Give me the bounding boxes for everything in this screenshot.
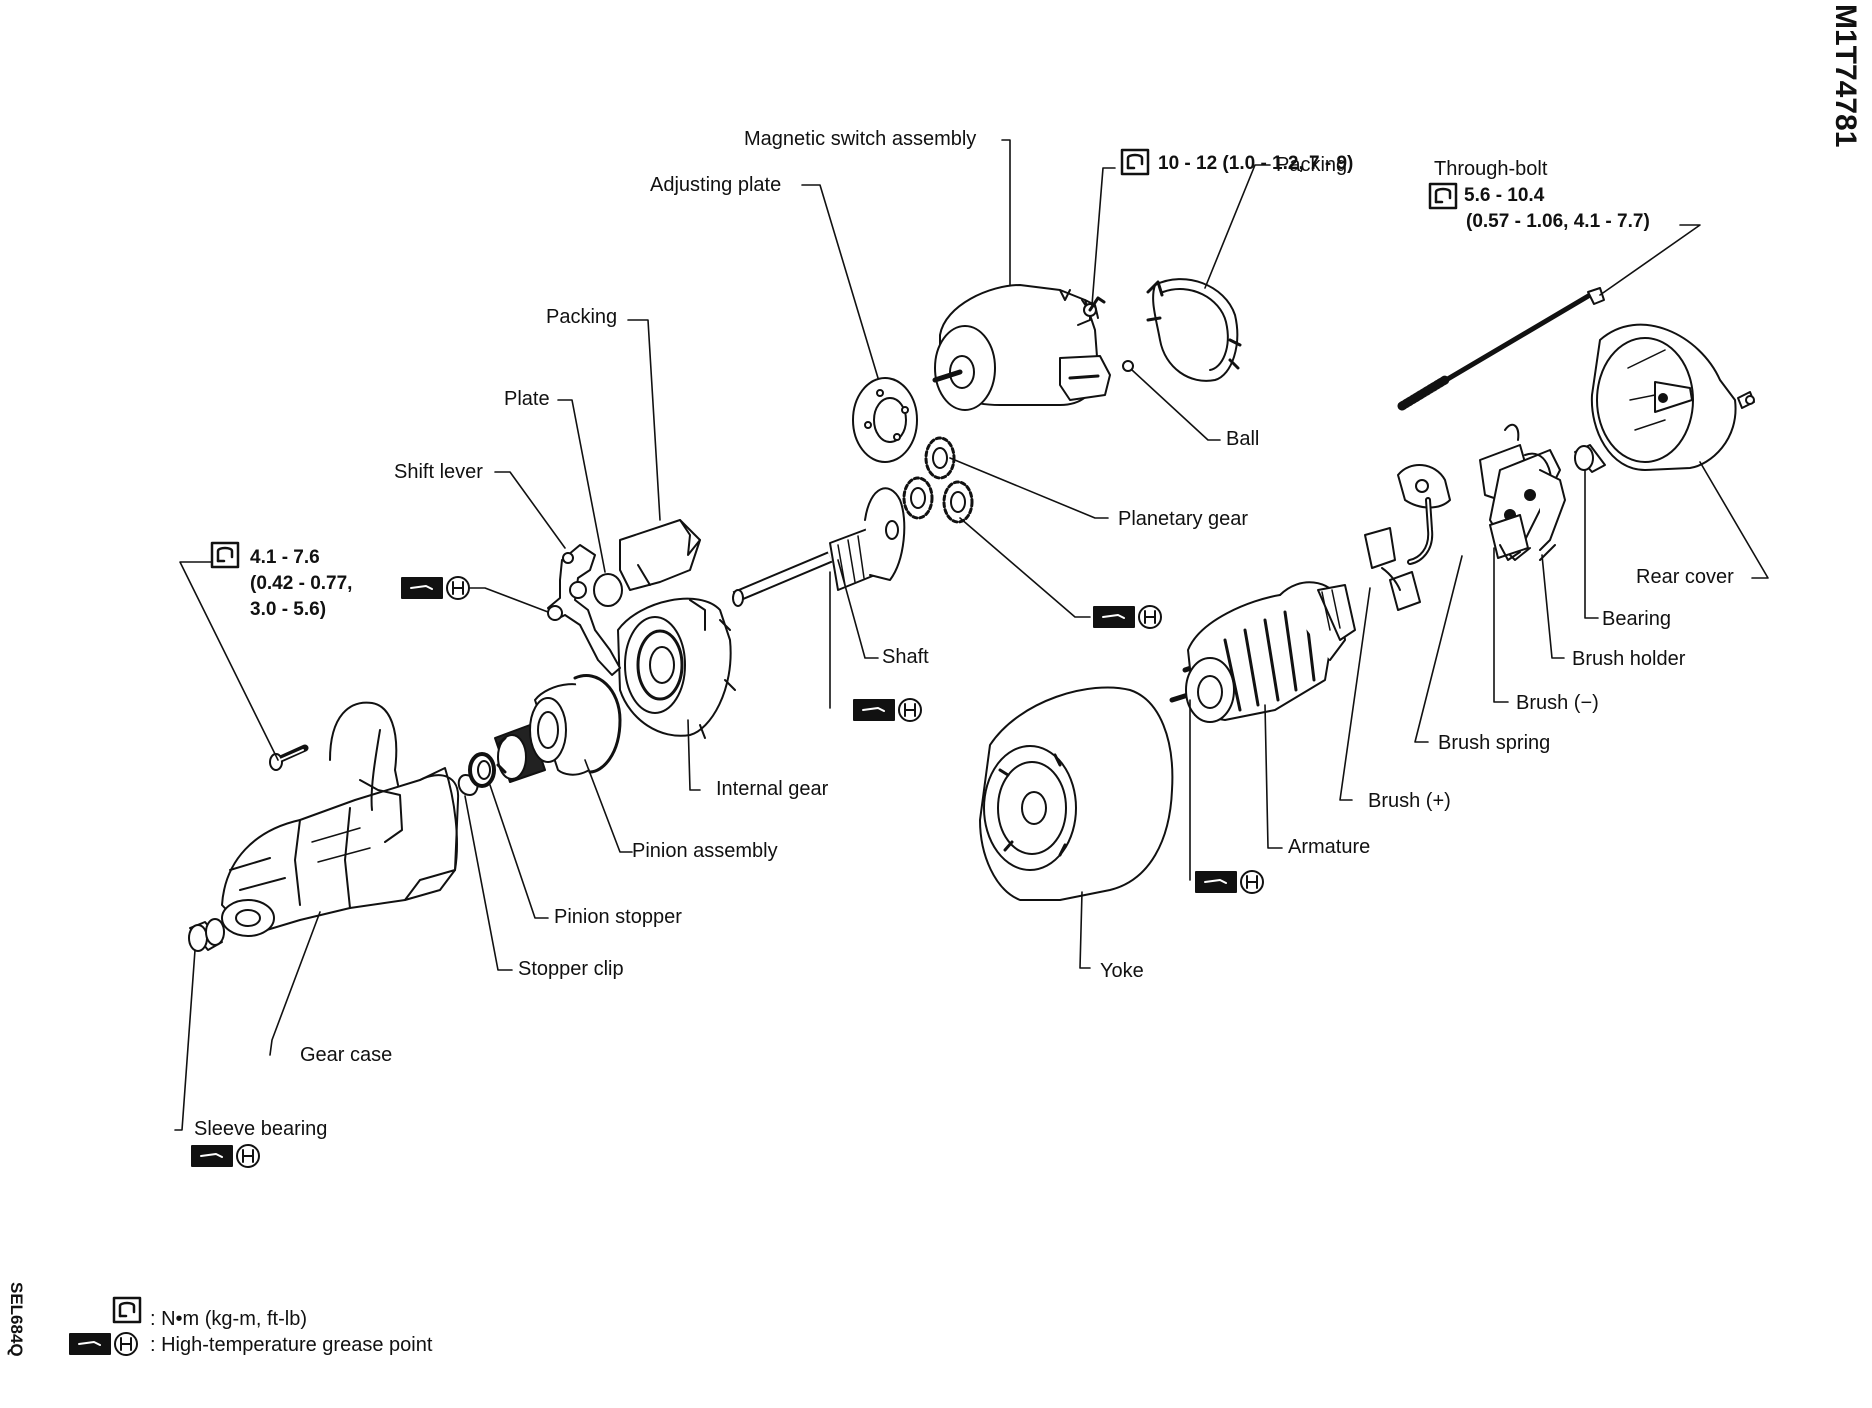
label-sleeve-bearing: Sleeve bearing [194,1118,328,1140]
packing-left-part [619,519,701,591]
label-plate: Plate [504,388,550,410]
torque-gear-case-3: 3.0 - 5.6) [250,599,327,620]
internal-gear-part [617,597,736,739]
plate-part [593,573,623,607]
gear-case-bolt-part [269,744,309,771]
shaft-part [732,487,906,607]
legend-torque-unit: : N•m (kg-m, ft-lb) [150,1308,307,1330]
shift-lever-part [547,544,621,676]
grease-icon-legend [69,1332,138,1356]
label-magnetic-switch: Magnetic switch assembly [744,128,977,150]
sleeve-bearing-part [188,918,225,952]
grease-icon-shaft [853,698,922,722]
label-yoke: Yoke [1100,960,1144,982]
label-packing-top: Packing [1276,154,1348,176]
bearing-part [1574,444,1606,473]
brush-minus-part [1489,514,1529,561]
label-internal-gear: Internal gear [716,778,829,800]
label-adjusting-plate: Adjusting plate [650,174,782,196]
label-shaft: Shaft [882,646,929,668]
torque-through-bolt-1: 5.6 - 10.4 [1464,185,1545,206]
armature-part [1169,581,1356,723]
ball-part [1122,360,1134,372]
gear-case-part [221,701,460,937]
brush-spring-part [1397,463,1451,565]
torque-icon-magnetic-switch [1120,148,1150,176]
label-pinion-assembly: Pinion assembly [632,840,778,862]
grease-icon-planetary-gear [1093,605,1162,629]
label-through-bolt: Through-bolt [1434,158,1548,180]
figure-code-bottom: SEL684Q [7,1282,26,1357]
label-brush-holder: Brush holder [1572,648,1686,670]
label-packing-left: Packing [546,306,618,328]
label-brush-spring: Brush spring [1438,732,1551,754]
label-ball: Ball [1226,428,1260,450]
packing-top-part [1146,278,1242,382]
pinion-assembly-part [494,674,622,783]
pinion-stopper-part [468,752,496,788]
through-bolt-part [1397,287,1605,411]
figure-code-top: M1T74781 [1829,4,1862,148]
torque-icon-through-bolt [1428,182,1458,210]
label-planetary-gear: Planetary gear [1118,508,1249,530]
torque-through-bolt-2: (0.57 - 1.06, 4.1 - 7.7) [1466,211,1650,232]
torque-gear-case-2: (0.42 - 0.77, [250,573,353,594]
torque-gear-case-1: 4.1 - 7.6 [250,547,320,568]
label-pinion-stopper: Pinion stopper [554,906,682,928]
torque-icon-legend [112,1296,142,1324]
magnetic-switch-part [932,284,1111,411]
legend-grease-point: : High-temperature grease point [150,1334,433,1356]
torque-magnetic-switch: 10 - 12 (1.0 - 1.2, 7 - 9) [1158,153,1354,174]
label-rear-cover: Rear cover [1636,566,1734,588]
yoke-part [979,686,1174,901]
grease-icon-sleeve-bearing [191,1144,260,1168]
label-shift-lever: Shift lever [394,461,483,483]
label-bearing: Bearing [1602,608,1671,630]
label-stopper-clip: Stopper clip [518,958,624,980]
grease-icon-shift-lever [401,576,470,600]
planetary-gears-part [902,436,974,524]
label-brush-minus: Brush (−) [1516,692,1599,714]
leader-lines [174,139,1769,1131]
rear-cover-part [1590,323,1755,471]
grease-icon-armature [1195,870,1264,894]
switch-bolt-part [1088,296,1106,312]
label-brush-plus: Brush (+) [1368,790,1451,812]
adjusting-plate-part [852,377,918,463]
brush-plus-part [1364,527,1421,611]
torque-icon-gear-case [210,541,240,569]
label-gear-case: Gear case [300,1044,393,1066]
label-armature: Armature [1288,836,1371,858]
